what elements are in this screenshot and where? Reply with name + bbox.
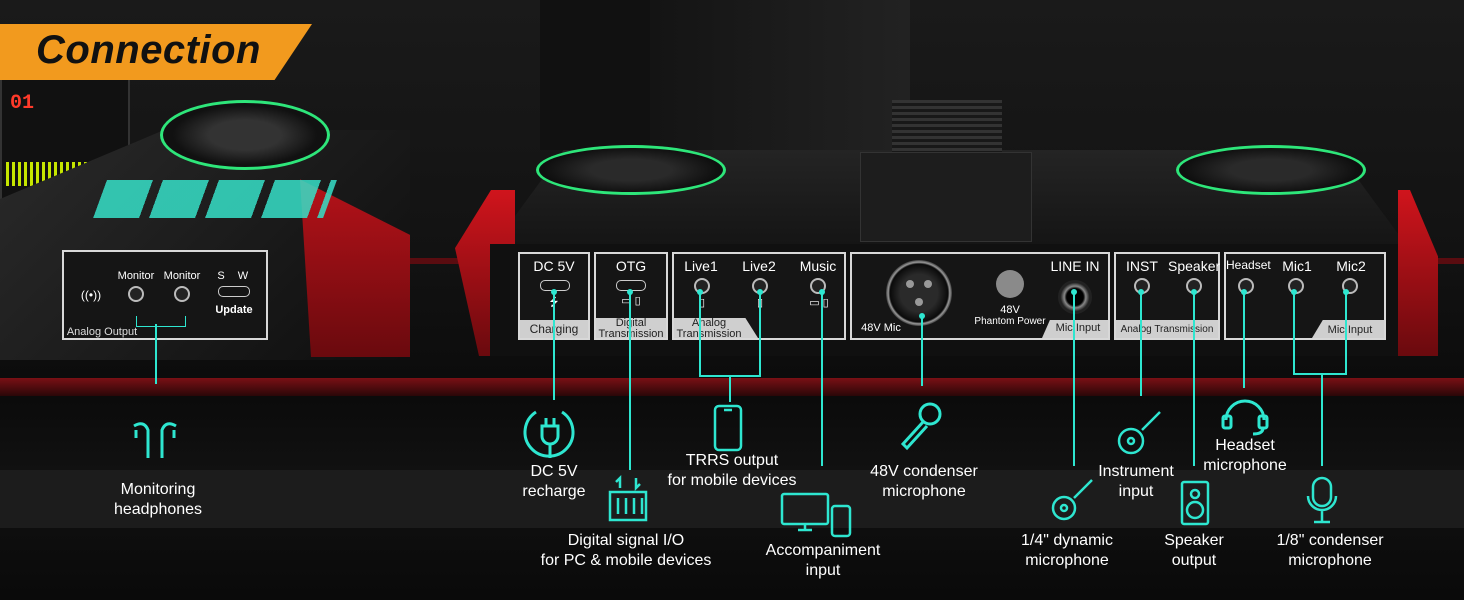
music-label: Music xyxy=(799,258,837,274)
analog-output-label: Analog Output xyxy=(66,326,138,338)
mic-input-label-2: Mic Input xyxy=(1327,324,1373,336)
line-in-label: LINE IN xyxy=(1050,258,1100,274)
monitor1-jack[interactable] xyxy=(128,286,144,302)
xlr-jack[interactable] xyxy=(886,260,952,326)
digital-io-icon xyxy=(608,474,648,522)
phantom-power-label: Phantom Power xyxy=(974,316,1046,327)
condenser-mic-icon xyxy=(900,402,942,451)
mobile-phone-icon xyxy=(713,404,743,452)
wireless-icon: ((•)) xyxy=(80,288,102,302)
pc-phone-icon-2: ▭ ▯ xyxy=(809,297,829,309)
left-output-panel: ((•)) Monitor Monitor S W Update Analog … xyxy=(62,250,268,340)
earbuds-icon xyxy=(133,422,177,458)
mic2-label: Mic2 xyxy=(1336,258,1366,274)
phone-icon: ▯ xyxy=(698,297,706,309)
inst-label: INST xyxy=(1126,258,1158,274)
handheld-mic-icon xyxy=(1306,476,1338,524)
phone-holder-grip xyxy=(892,100,1002,152)
center-jog-right[interactable] xyxy=(1176,145,1366,195)
monitor2-jack[interactable] xyxy=(174,286,190,302)
floor-band xyxy=(0,470,1464,528)
phantom-48v-label: 48V xyxy=(1000,304,1020,316)
mic-input-bar-2 xyxy=(1312,320,1384,338)
power-plug-icon xyxy=(523,410,575,458)
pc-phone-icon-large xyxy=(780,492,852,538)
usb-c-port[interactable] xyxy=(218,286,250,297)
mic1-label: Mic1 xyxy=(1282,258,1312,274)
headset-label: Headset xyxy=(1226,258,1271,272)
live1-label: Live1 xyxy=(684,258,718,274)
left-jog-wheel[interactable] xyxy=(160,100,330,170)
desk-front-red xyxy=(0,378,1464,396)
48v-mic-label: 48V Mic xyxy=(861,322,901,334)
dc5v-label: DC 5V xyxy=(533,258,575,274)
monitor1-label: Monitor xyxy=(117,270,155,282)
analog-transmission-label: Analog Transmission xyxy=(676,317,742,340)
center-screen-back xyxy=(650,0,910,150)
page-title: Connection xyxy=(36,28,261,72)
mic-input-label: Mic Input xyxy=(1055,322,1101,334)
connection-tag: Connection xyxy=(0,24,312,80)
monitor2-label: Monitor xyxy=(163,270,201,282)
otg-label: OTG xyxy=(615,258,647,274)
w-label: W xyxy=(237,270,249,282)
analog-bar xyxy=(674,318,758,338)
speaker-label: Speaker xyxy=(1168,258,1221,274)
phantom-power-button[interactable] xyxy=(996,270,1024,298)
monitor-bracket xyxy=(136,316,186,327)
instrument-guitar-icon xyxy=(1117,411,1161,455)
speaker-icon xyxy=(1180,480,1210,526)
update-label: Update xyxy=(215,304,253,316)
headset-mic-panel: Headset Mic1 Mic2 Mic Input xyxy=(1224,252,1386,340)
headset-icon xyxy=(1221,399,1269,436)
phone-holder xyxy=(860,152,1032,242)
analog-transmission-label-2: Analog Transmission xyxy=(1120,324,1214,335)
mic-panel: 48V Mic 48V Phantom Power LINE IN Mic In… xyxy=(850,252,1110,340)
s-label: S xyxy=(217,270,225,282)
guitar-icon xyxy=(1051,479,1093,521)
live2-label: Live2 xyxy=(742,258,776,274)
center-jog-left[interactable] xyxy=(536,145,726,195)
